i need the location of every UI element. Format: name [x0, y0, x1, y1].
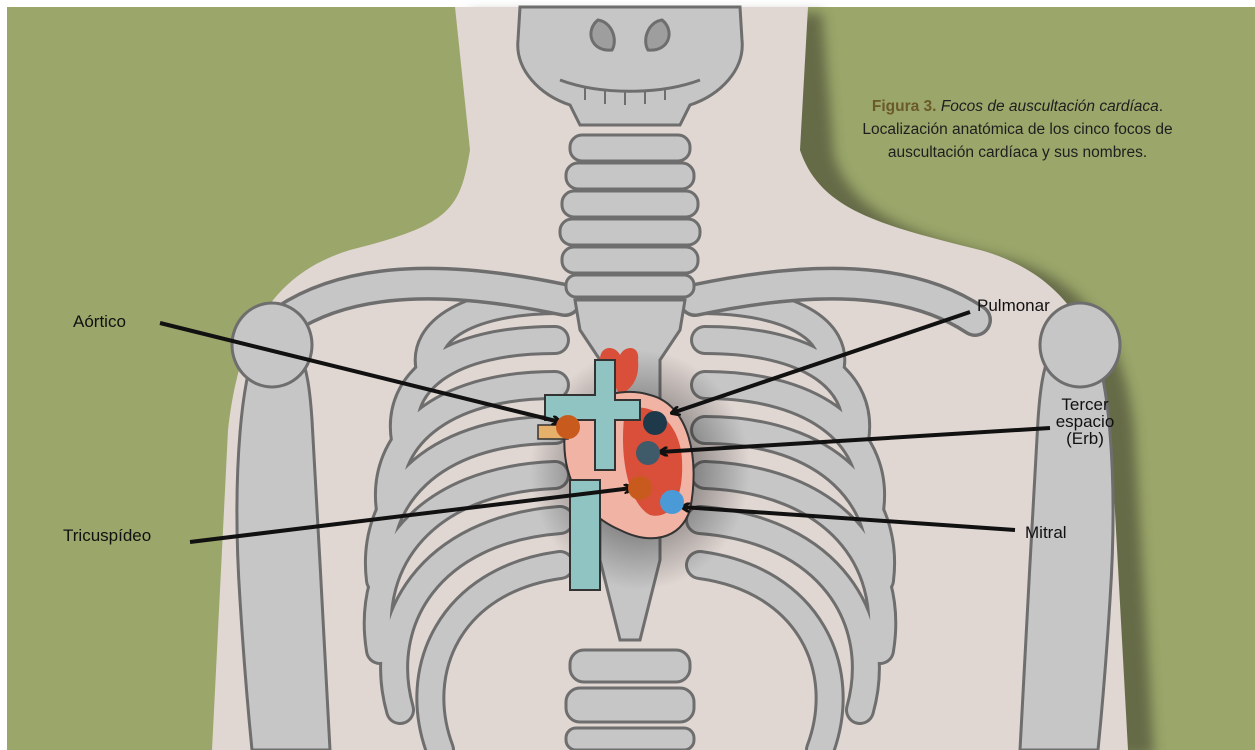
label-tercer-line3: (Erb): [1040, 430, 1130, 447]
focus-aortico: [556, 415, 580, 439]
figure-caption: Figura 3. Focos de auscultación cardíaca…: [860, 95, 1175, 164]
focus-tercer-espacio: [636, 441, 660, 465]
focus-mitral: [660, 490, 684, 514]
label-tercer-line1: Tercer: [1040, 396, 1130, 413]
label-tricuspideo: Tricuspídeo: [63, 526, 151, 546]
figure-number: Figura 3.: [872, 98, 937, 115]
focus-tricuspideo: [628, 476, 652, 500]
label-tercer-line2: espacio: [1040, 413, 1130, 430]
label-aortico: Aórtico: [73, 312, 126, 332]
label-pulmonar: Pulmonar: [977, 296, 1050, 316]
label-mitral: Mitral: [1025, 523, 1067, 543]
cervical-spine: [560, 135, 700, 297]
figure-title: Focos de auscultación cardíaca: [941, 98, 1159, 115]
focus-pulmonar: [643, 411, 667, 435]
label-tercer-espacio: Tercer espacio (Erb): [1040, 396, 1130, 447]
lower-spine: [566, 650, 694, 750]
